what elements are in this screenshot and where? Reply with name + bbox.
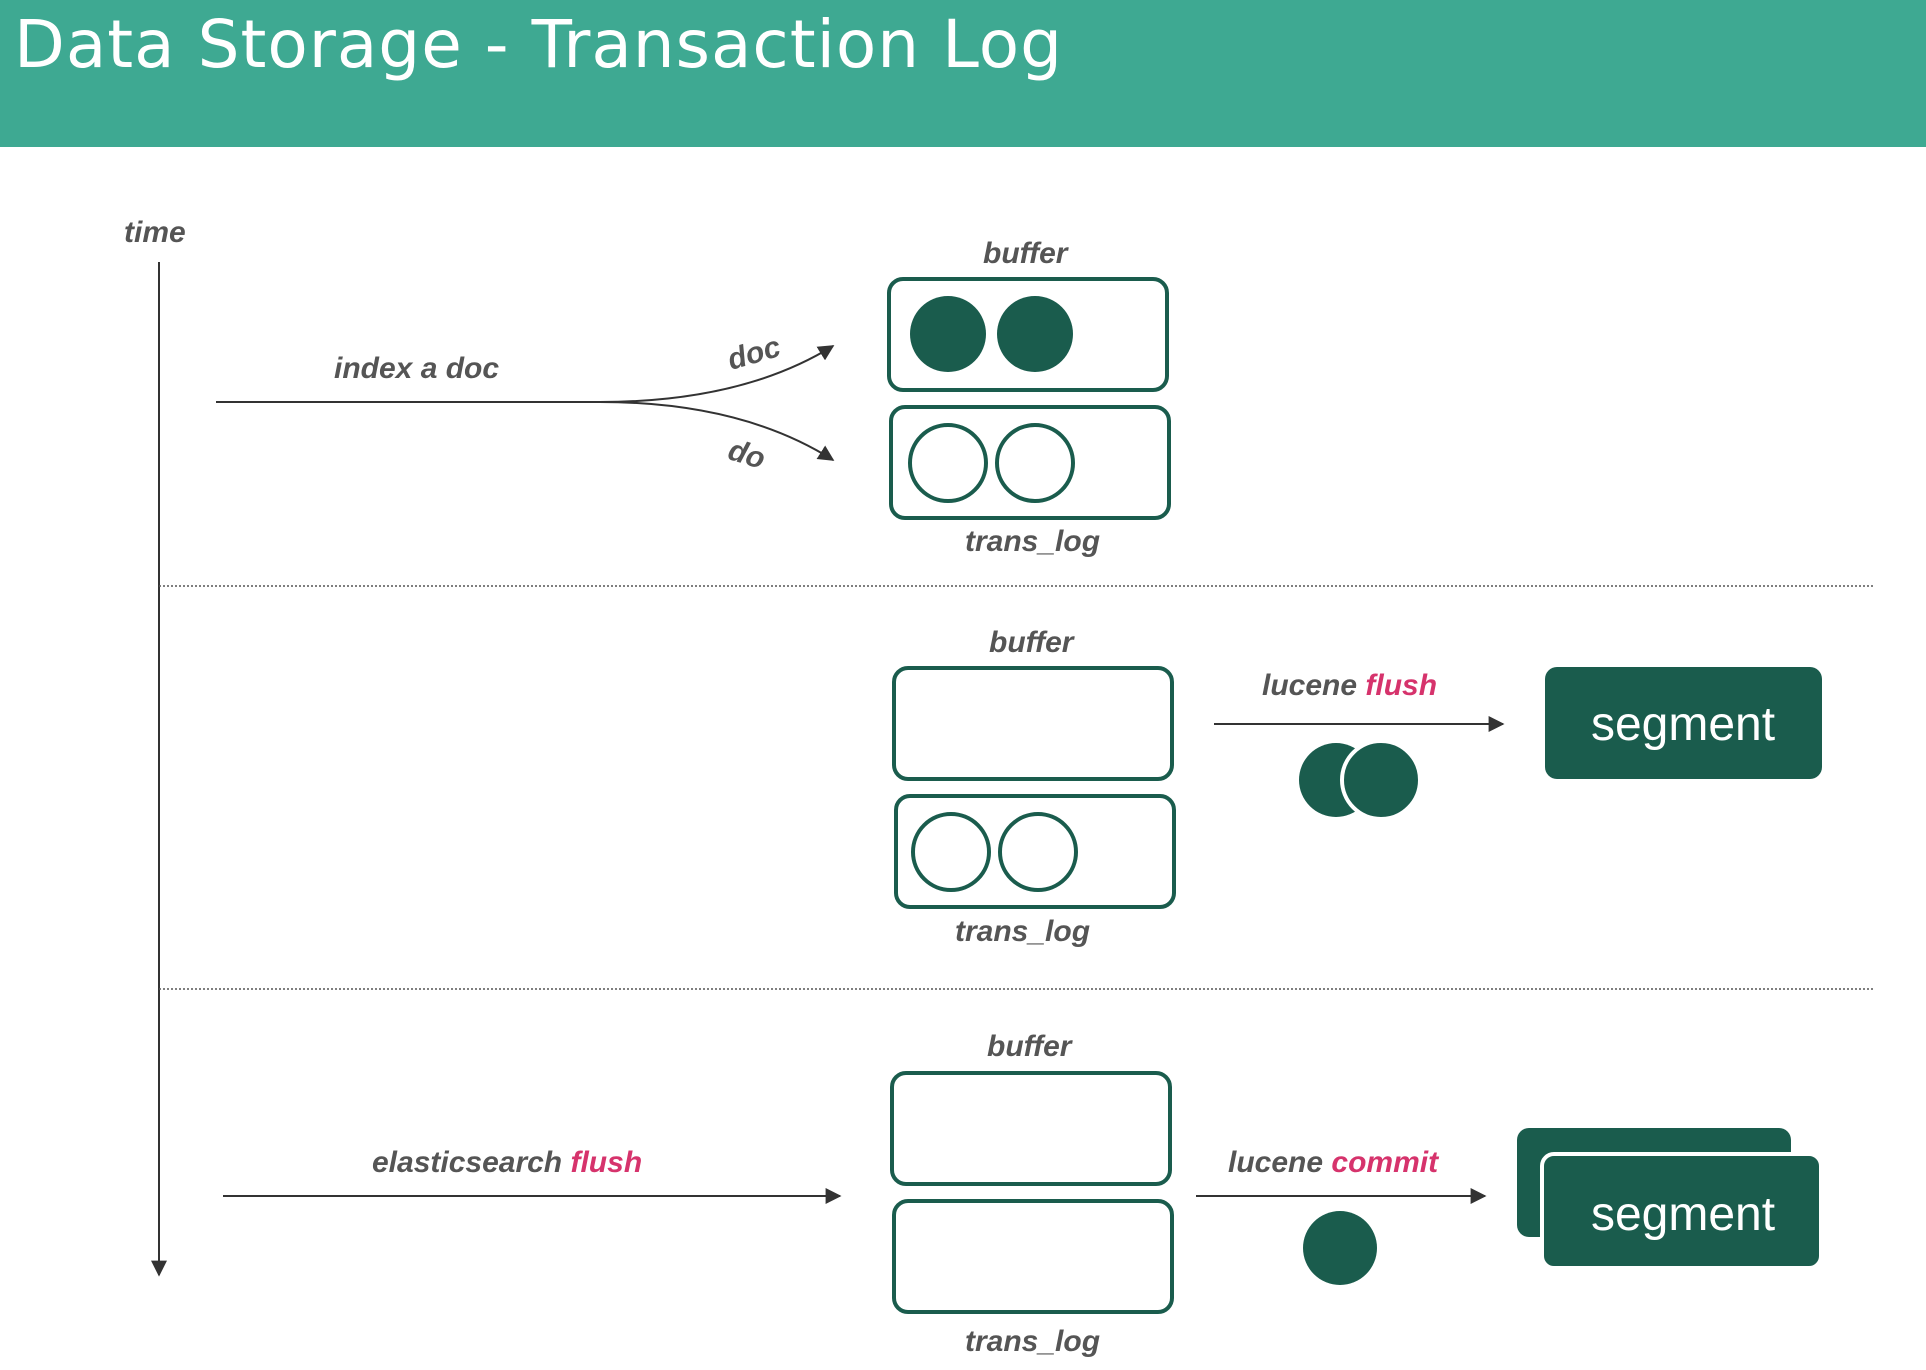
doc-circle	[1303, 1211, 1377, 1285]
translog-box	[894, 794, 1176, 909]
buffer-box	[892, 666, 1174, 781]
es-flush-keyword: flush	[570, 1146, 642, 1179]
doc-branch-label: doc	[724, 330, 785, 377]
translog-label: trans_log	[965, 1325, 1100, 1358]
doc-circle	[910, 296, 986, 372]
translog-label: trans_log	[965, 525, 1100, 558]
doc-circle	[1340, 739, 1422, 821]
segment-label: segment	[1591, 1188, 1775, 1241]
op-circle	[998, 812, 1078, 892]
buffer-box	[890, 1071, 1172, 1186]
op-branch-arrow	[599, 401, 835, 461]
lucene-flush-label: lucene flush	[1262, 669, 1437, 702]
segment-block	[1540, 1152, 1823, 1270]
translog-box	[889, 405, 1171, 520]
es-flush-label: elasticsearch flush	[372, 1146, 642, 1179]
lucene-commit-keyword: commit	[1331, 1146, 1440, 1179]
op-circle	[911, 812, 991, 892]
stage-1: index a doc doc op buffer trans_log	[216, 237, 1171, 558]
op-circle	[995, 423, 1075, 503]
index-doc-label: index a doc	[334, 352, 499, 385]
page-title: Data Storage - Transaction Log	[14, 6, 1064, 83]
buffer-box	[887, 277, 1169, 392]
lucene-flush-keyword: flush	[1365, 669, 1437, 702]
lucene-commit-label: lucene commit	[1228, 1146, 1440, 1179]
buffer-label: buffer	[989, 626, 1076, 659]
lucene-commit-prefix: lucene	[1228, 1146, 1323, 1179]
translog-label: trans_log	[955, 915, 1090, 948]
time-axis-label: time	[124, 216, 186, 249]
stage-3: elasticsearch flush buffer trans_log luc…	[223, 1030, 1823, 1358]
es-flush-prefix: elasticsearch	[372, 1146, 562, 1179]
stage-2: buffer trans_log lucene flush segment	[892, 626, 1822, 948]
title-bar: Data Storage - Transaction Log	[0, 0, 1926, 147]
translog-box	[892, 1199, 1174, 1314]
segment-label: segment	[1591, 698, 1775, 751]
op-branch-label: op	[723, 437, 768, 479]
segment-block	[1545, 667, 1822, 779]
lucene-flush-prefix: lucene	[1262, 669, 1357, 702]
doc-circle	[997, 296, 1073, 372]
buffer-label: buffer	[987, 1030, 1074, 1063]
buffer-label: buffer	[983, 237, 1070, 270]
op-circle	[908, 423, 988, 503]
